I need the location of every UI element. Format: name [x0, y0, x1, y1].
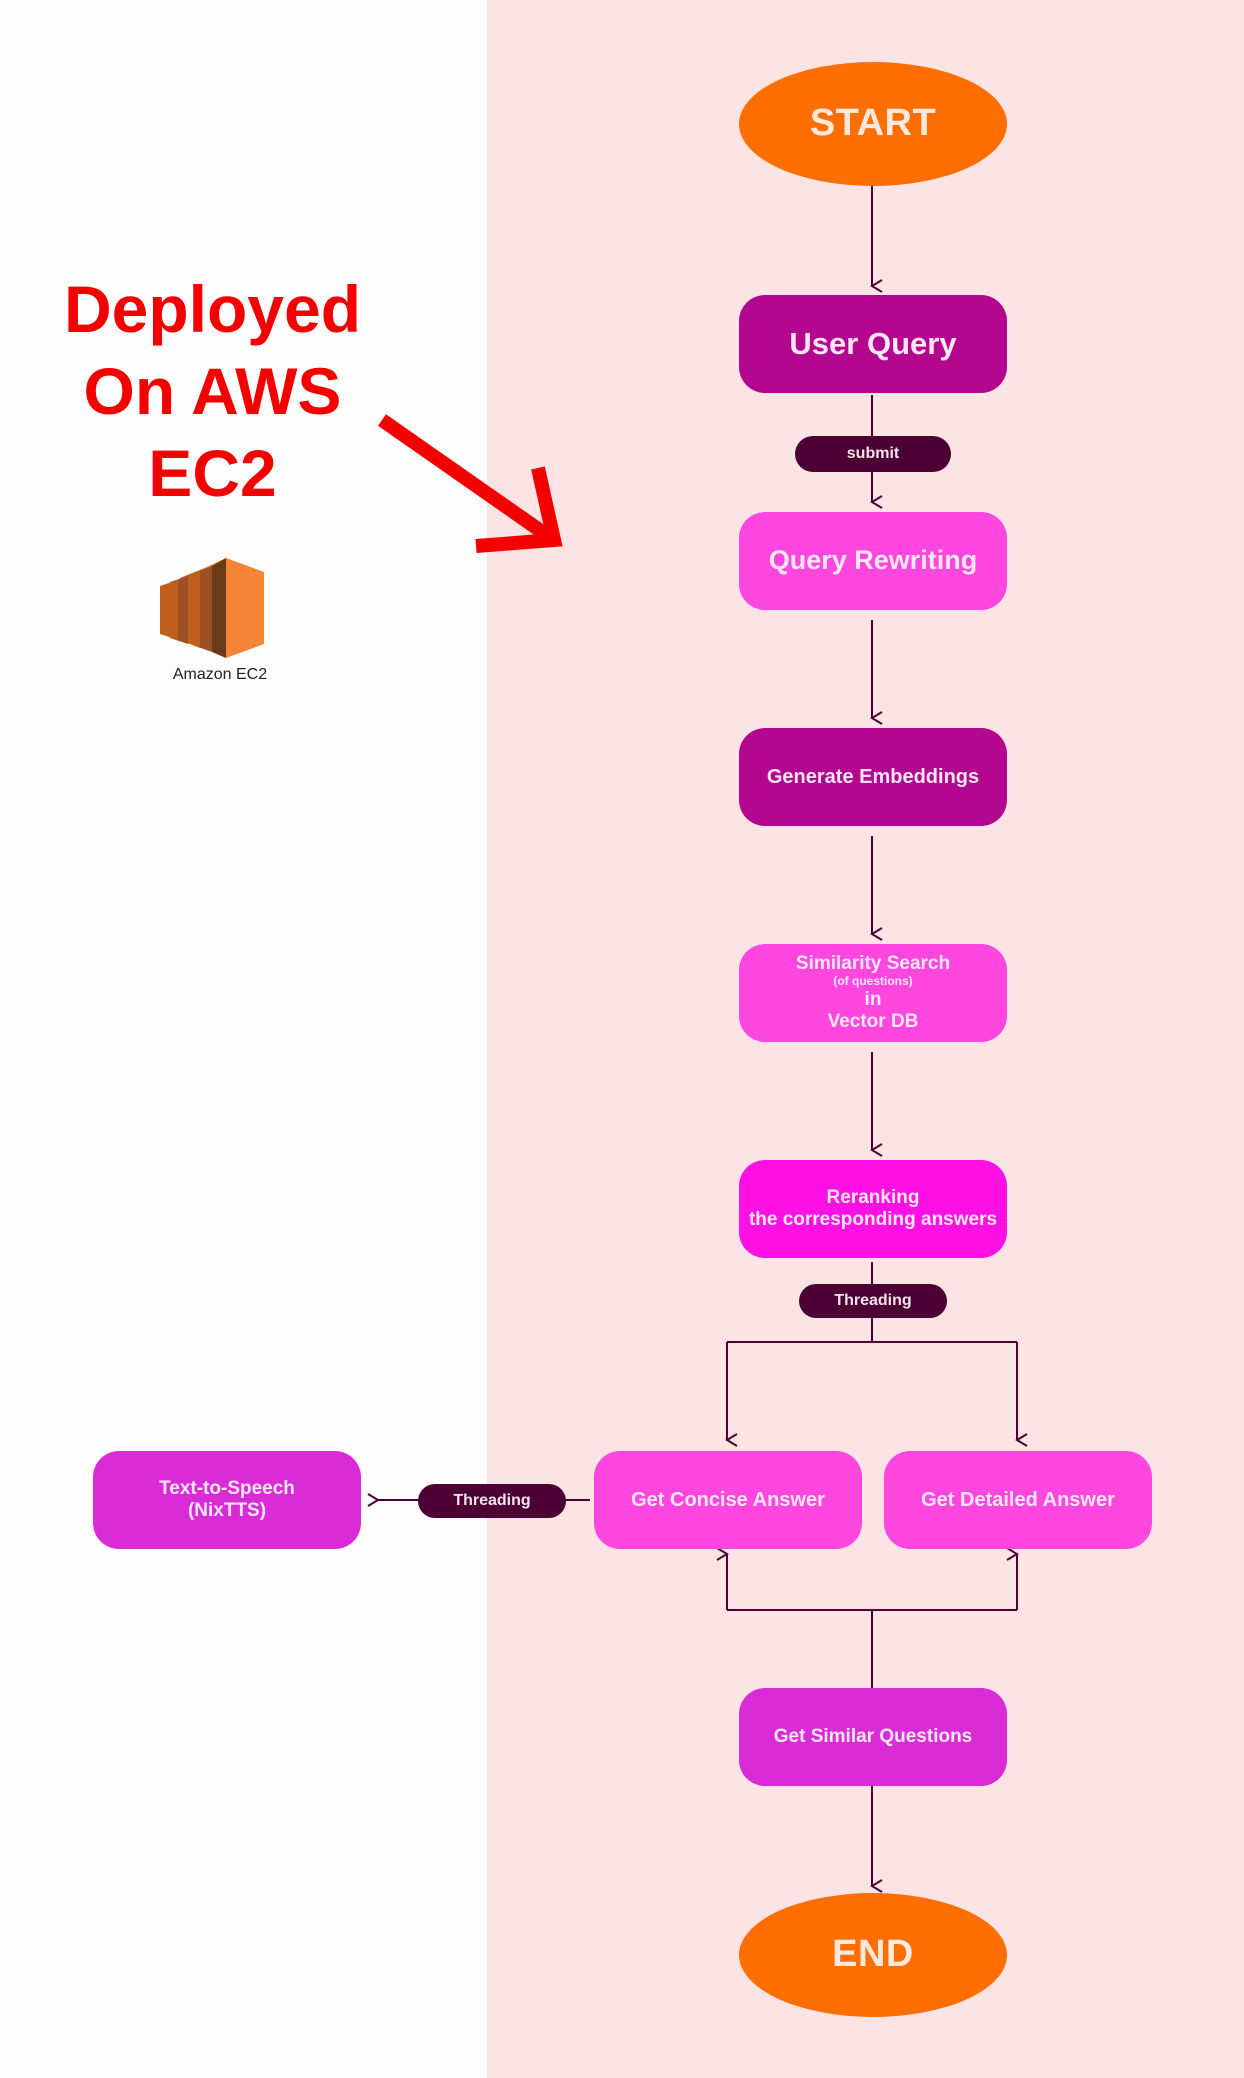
text-to-speech-node: Text-to-Speech (NixTTS) — [93, 1451, 361, 1549]
concise-answer-node: Get Concise Answer — [594, 1451, 862, 1549]
similarity-search-line3: Vector DB — [827, 1010, 919, 1032]
similarity-search-title: Similarity Search — [795, 953, 951, 975]
annotation-arrow — [377, 414, 563, 553]
annotation-line-2: On AWS — [83, 354, 342, 428]
query-rewriting-node: Query Rewriting — [739, 512, 1007, 610]
end-node: END — [739, 1893, 1007, 2017]
detailed-answer-node: Get Detailed Answer — [884, 1451, 1152, 1549]
annotation-line-1: Deployed — [63, 272, 362, 346]
deployment-annotation: Deployed On AWS EC2 — [30, 268, 395, 514]
similarity-search-node: Similarity Search (of questions) in Vect… — [739, 944, 1007, 1042]
similarity-search-sub: (of questions) — [833, 974, 913, 989]
similar-questions-node: Get Similar Questions — [739, 1688, 1007, 1786]
amazon-ec2-icon — [160, 558, 264, 658]
tts-line2: (NixTTS) — [187, 1500, 267, 1521]
start-node: START — [739, 62, 1007, 186]
user-query-node: User Query — [739, 295, 1007, 393]
annotation-line-3: EC2 — [148, 436, 277, 510]
similarity-search-line2: in — [864, 988, 882, 1010]
reranking-line2: the corresponding answers — [748, 1209, 998, 1230]
amazon-ec2-label: Amazon EC2 — [172, 666, 268, 683]
reranking-node: Reranking the corresponding answers — [739, 1160, 1007, 1258]
tts-line1: Text-to-Speech — [159, 1478, 295, 1500]
threading-label: Threading — [799, 1284, 947, 1318]
submit-label: submit — [795, 436, 951, 472]
generate-embeddings-node: Generate Embeddings — [739, 728, 1007, 826]
reranking-line1: Reranking — [826, 1187, 920, 1209]
tts-threading-label: Threading — [418, 1484, 566, 1518]
